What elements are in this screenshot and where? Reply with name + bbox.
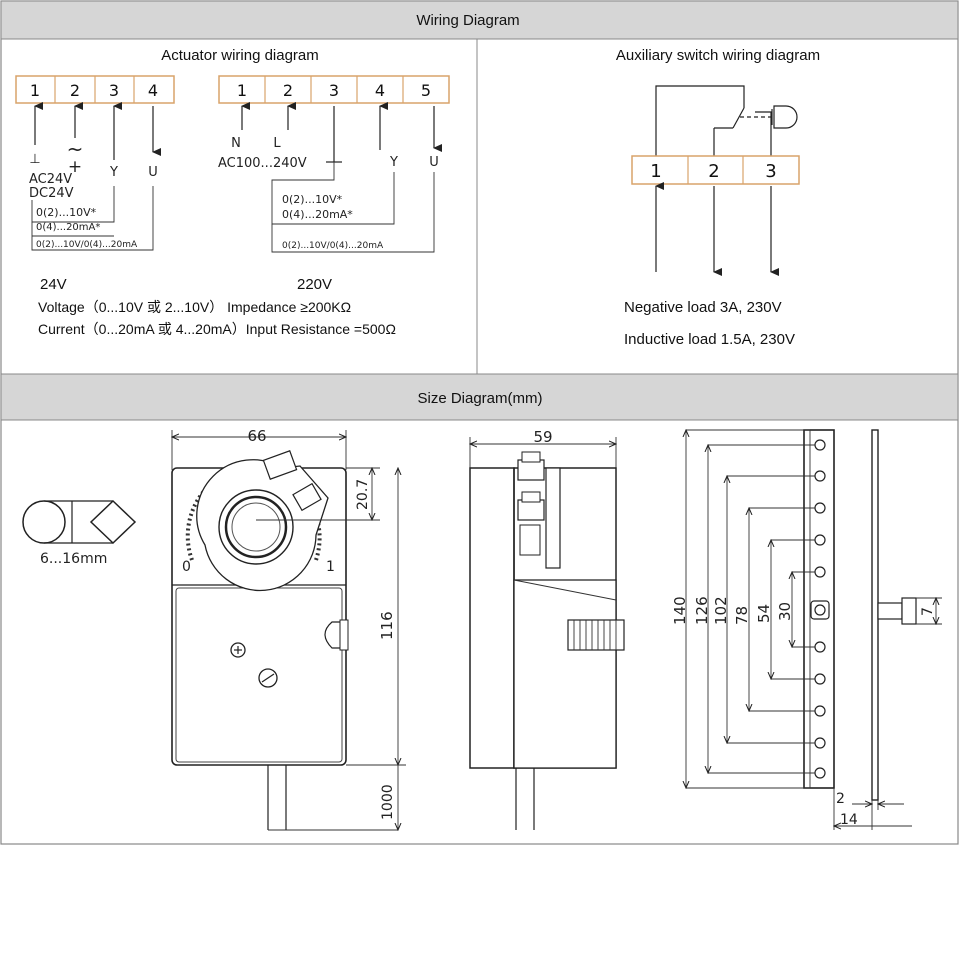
aux-switch-mechanism xyxy=(655,85,798,158)
tilde-symbol: ~ xyxy=(67,137,84,161)
scale-zero: 0 xyxy=(182,559,191,575)
bracket-dim-140: 140 xyxy=(671,596,689,625)
right-y-bracket xyxy=(271,162,395,225)
right-terminal-5: 5 xyxy=(421,81,431,100)
right-terminal-4: 4 xyxy=(375,81,385,100)
left-y-label: Y xyxy=(109,165,118,180)
right-terminal-1: 1 xyxy=(237,81,247,100)
aux-terminal-1: 1 xyxy=(650,161,661,182)
size-header-title: Size Diagram(mm) xyxy=(417,390,542,407)
left-u-label: U xyxy=(148,165,158,180)
left-ma-range: 0(4)...20mA* xyxy=(36,222,100,233)
left-terminal-4: 4 xyxy=(148,81,158,100)
aux-note-1: Negative load 3A, 230V xyxy=(624,299,782,316)
left-terminal-2: 2 xyxy=(70,81,80,100)
bracket-dim-7: 7 xyxy=(920,607,936,616)
size-header-bar xyxy=(0,373,959,421)
label-220v: 220V xyxy=(297,276,332,293)
n-label: N xyxy=(231,136,241,151)
right-ma-range: 0(4)...20mA* xyxy=(282,208,353,221)
front-hub-offset-dim: 20.7 xyxy=(355,479,371,510)
bracket-dim-2: 2 xyxy=(836,791,845,807)
front-width-dim: 66 xyxy=(247,427,266,445)
wiring-header-bar xyxy=(0,0,959,40)
left-combo-range: 0(2)...10V/0(4)...20mA xyxy=(36,240,138,250)
bracket-dim-78: 78 xyxy=(733,606,751,625)
bracket-dim-54: 54 xyxy=(755,604,773,623)
actuator-side-view xyxy=(470,437,625,830)
label-24v: 24V xyxy=(40,276,67,293)
aux-terminal-2: 2 xyxy=(708,161,719,182)
voltage-line: Voltage（0...10V 或 2...10V） Impedance ≥20… xyxy=(38,299,351,315)
bracket-dim-30: 30 xyxy=(776,602,794,621)
actuator-title: Actuator wiring diagram xyxy=(161,47,319,64)
right-v-range: 0(2)...10V* xyxy=(282,193,343,206)
right-y-label: Y xyxy=(389,155,398,170)
right-terminal-2: 2 xyxy=(283,81,293,100)
right-combo-range: 0(2)...10V/0(4)...20mA xyxy=(282,241,384,251)
aux-terminal-3: 3 xyxy=(765,161,776,182)
right-ac-label: AC100...240V xyxy=(218,156,307,171)
left-terminal-1: 1 xyxy=(30,81,40,100)
bracket-view xyxy=(686,430,942,830)
left-ac-label: AC24V xyxy=(29,172,72,187)
left-v-range: 0(2)...10V* xyxy=(36,206,97,219)
left-dc-label: DC24V xyxy=(29,186,74,201)
plus-symbol: + xyxy=(68,157,82,177)
l-label: L xyxy=(273,136,281,151)
left-y-bracket xyxy=(31,186,115,223)
right-u-bracket xyxy=(271,172,435,253)
left-terminal-3: 3 xyxy=(109,81,119,100)
front-height-dim: 116 xyxy=(378,611,396,640)
bracket-dim-126: 126 xyxy=(693,596,711,625)
aux-note-2: Inductive load 1.5A, 230V xyxy=(624,331,795,348)
wiring-header-title: Wiring Diagram xyxy=(416,12,519,29)
right-terminal-3: 3 xyxy=(329,81,339,100)
right-terminal-strip: 1 2 3 4 5 xyxy=(218,75,450,104)
ground-symbol: ⊥ xyxy=(29,152,40,167)
bracket-dim-14: 14 xyxy=(840,812,858,828)
current-line: Current（0...20mA 或 4...20mA）Input Resist… xyxy=(38,321,396,337)
cable-length-dim: 1000 xyxy=(380,784,396,820)
left-terminal-strip: 1 2 3 4 xyxy=(15,75,175,104)
actuator-front-view xyxy=(172,430,406,830)
shaft-symbol xyxy=(22,499,137,545)
shaft-size-label: 6...16mm xyxy=(40,551,107,567)
side-width-dim: 59 xyxy=(533,428,552,446)
bracket-dim-102: 102 xyxy=(712,596,730,625)
scale-one: 1 xyxy=(326,559,335,575)
right-u-label: U xyxy=(429,155,439,170)
aux-title: Auxiliary switch wiring diagram xyxy=(616,47,820,64)
aux-terminal-strip: 1 2 3 xyxy=(631,155,800,185)
